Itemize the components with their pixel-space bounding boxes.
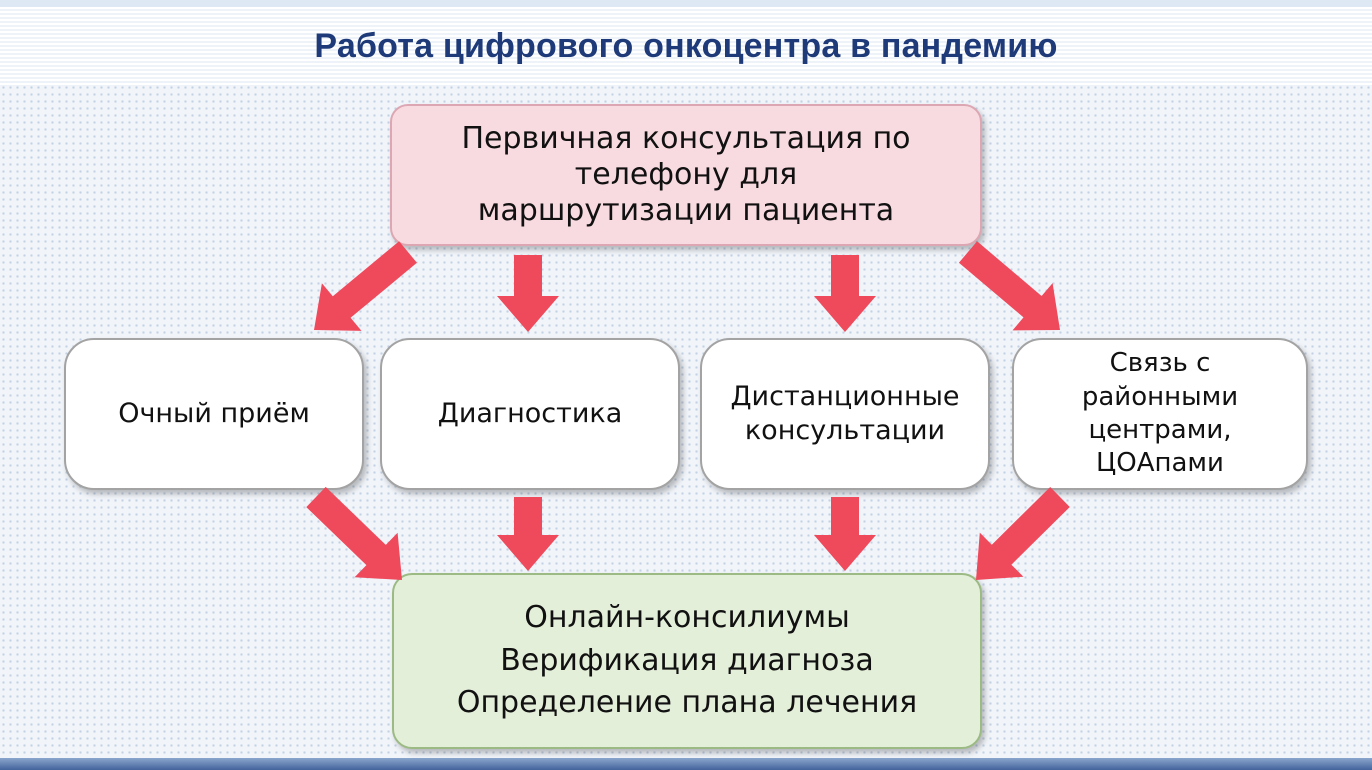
arrow-top-to-box1-icon xyxy=(314,241,417,331)
slide-header: Работа цифрового онкоцентра в пандемию xyxy=(0,0,1372,86)
arrow-box2-to-bottom-icon xyxy=(497,497,559,571)
box-in-person-visit-text: Очный приём xyxy=(118,398,310,430)
box-remote-consultations-text: Дистанционные консультации xyxy=(730,381,960,446)
box-diagnostics-text: Диагностика xyxy=(437,398,623,430)
arrow-box3-to-bottom-icon xyxy=(814,497,876,571)
bottom-box: Онлайн-консилиумы Верификация диагноза О… xyxy=(392,573,982,749)
box-remote-consultations: Дистанционные консультации xyxy=(700,338,990,490)
arrow-box1-to-bottom-icon xyxy=(306,486,402,580)
top-box-text: Первичная консультация по телефону для м… xyxy=(461,121,911,228)
box-diagnostics: Диагностика xyxy=(380,338,680,490)
top-box: Первичная консультация по телефону для м… xyxy=(390,104,982,246)
bottom-box-line: Онлайн-консилиумы xyxy=(524,600,850,636)
bottom-box-line: Определение плана лечения xyxy=(456,685,918,721)
box-regional-centers: Связь с районными центрами, ЦОАпами xyxy=(1012,338,1308,490)
bottom-box-line: Верификация диагноза xyxy=(500,642,874,678)
arrow-top-to-box4-icon xyxy=(958,241,1060,331)
bottom-bar xyxy=(0,758,1372,770)
box-regional-centers-text: Связь с районными центрами, ЦОАпами xyxy=(1081,348,1239,479)
arrow-box4-to-bottom-icon xyxy=(976,487,1070,580)
arrow-top-to-box3-icon xyxy=(814,255,876,332)
box-in-person-visit: Очный приём xyxy=(64,338,364,490)
arrow-top-to-box2-icon xyxy=(497,255,559,332)
slide-title: Работа цифрового онкоцентра в пандемию xyxy=(314,27,1058,65)
